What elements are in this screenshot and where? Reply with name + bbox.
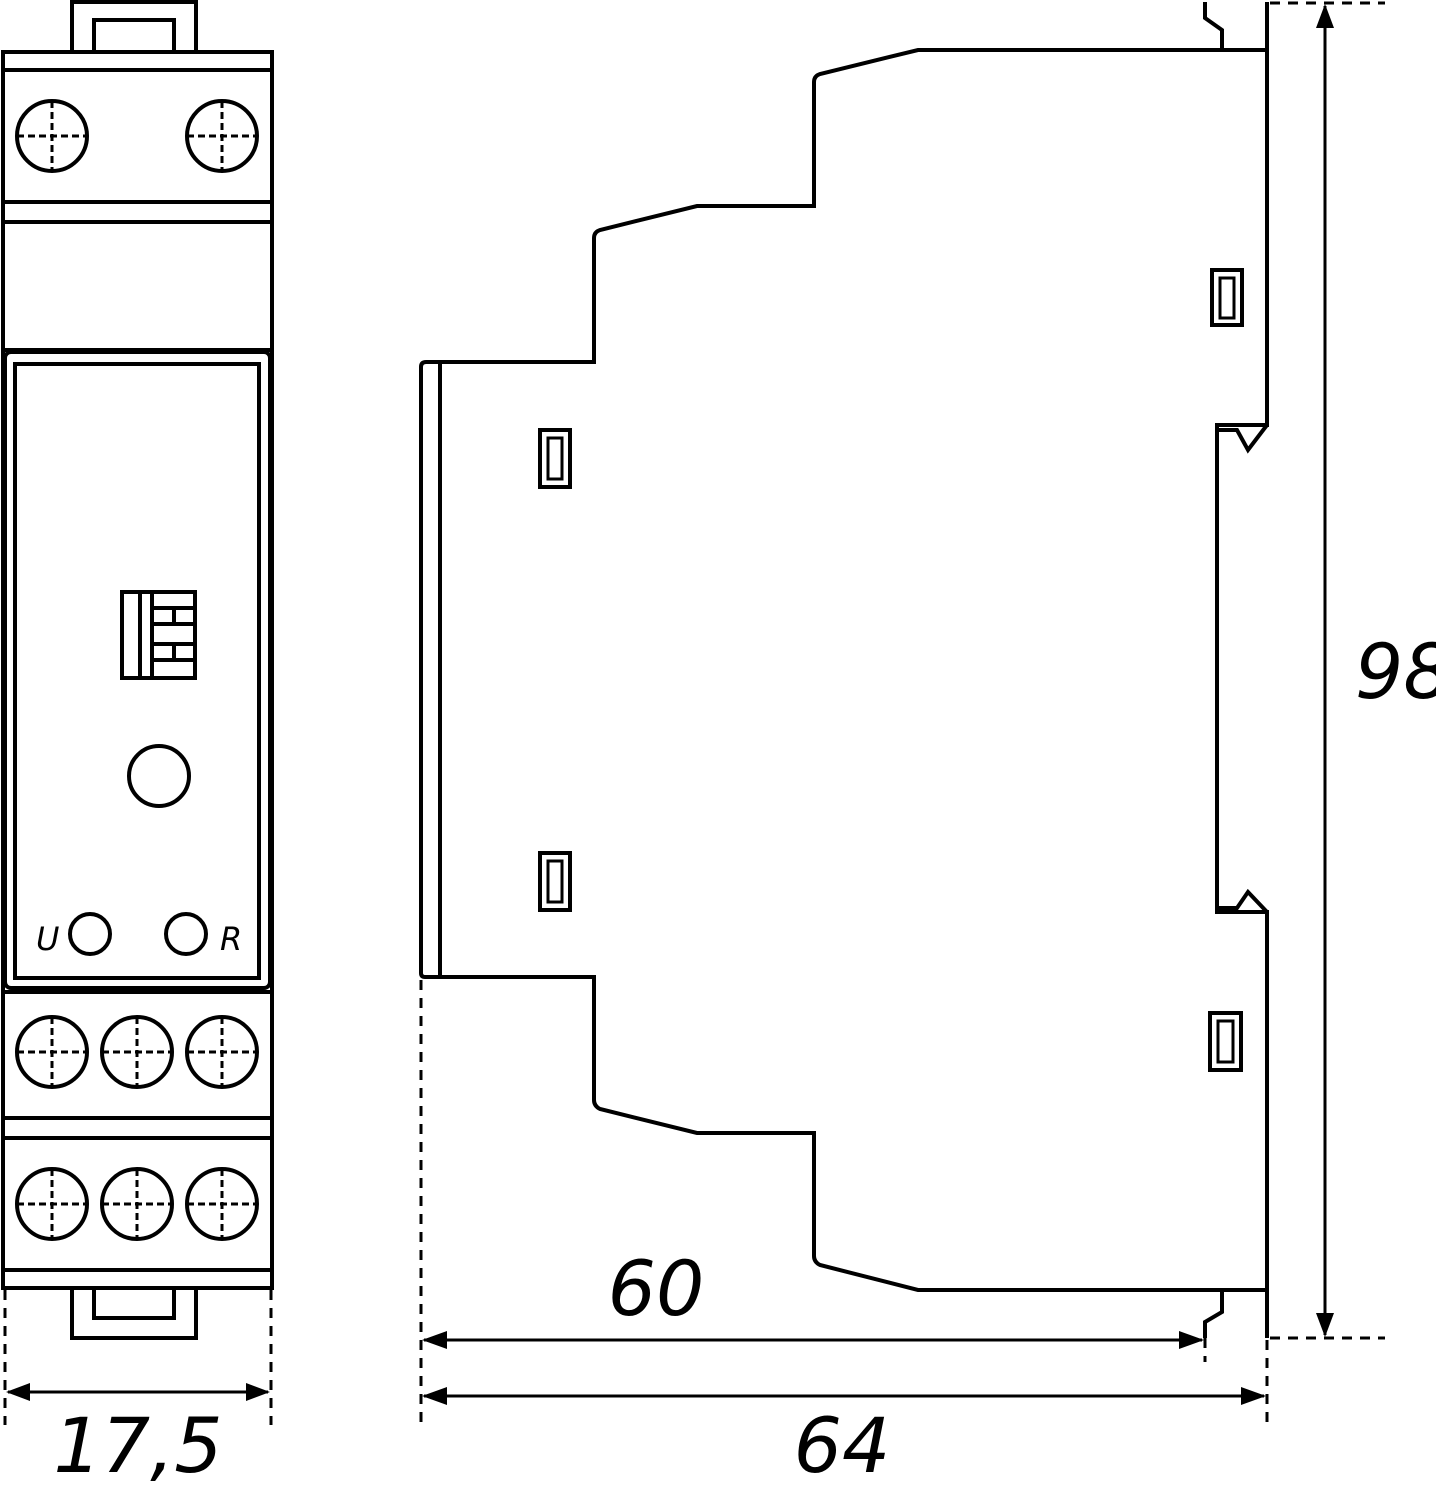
latch-slot-icon: [1210, 268, 1244, 327]
latch-slot-icon: [538, 851, 572, 912]
front-panel-outer: [3, 350, 272, 990]
led-r-label: R: [220, 920, 242, 958]
depth-64-label: 64: [794, 1401, 891, 1490]
arrow-up-icon: [1316, 4, 1334, 28]
arrow-right-icon: [1241, 1387, 1266, 1405]
top-clip: [70, 0, 198, 52]
potentiometer-knob-icon: [127, 744, 191, 808]
screw-terminal-icon: [100, 1015, 174, 1089]
dip-switch-icon: [120, 590, 197, 680]
screw-terminal-icon: [185, 1167, 259, 1241]
arrow-down-icon: [1316, 1313, 1334, 1337]
arrow-left-icon: [422, 1331, 447, 1349]
screw-terminal-icon: [185, 1015, 259, 1089]
front-view: U R: [1, 0, 274, 1490]
height-dimension-label: 98: [1355, 627, 1436, 716]
screw-terminal-icon: [100, 1167, 174, 1241]
led-u-icon: [68, 912, 112, 956]
latch-slot-icon: [538, 428, 572, 489]
screw-terminal-icon: [15, 1015, 89, 1089]
top-hook: [1203, 2, 1224, 50]
screw-terminal-icon: [185, 99, 259, 173]
rail-hook-upper: [1215, 423, 1269, 454]
bottom-clip-inner: [92, 1288, 176, 1320]
bottom-hook: [1203, 1290, 1224, 1338]
side-view: 60 64 98: [419, 1, 1436, 1490]
width-dimension-label: 17,5: [53, 1401, 222, 1490]
front-body-outline: [1, 50, 274, 1290]
front-panel-inner: [13, 362, 261, 980]
led-r-icon: [164, 912, 208, 956]
arrow-left-icon: [6, 1383, 30, 1401]
side-body-outline: [419, 2, 1269, 1338]
arrow-left-icon: [422, 1387, 447, 1405]
rail-hook-lower: [1215, 888, 1269, 914]
latch-slot-icon: [1208, 1011, 1243, 1072]
arrow-right-icon: [246, 1383, 270, 1401]
screw-terminal-icon: [15, 99, 89, 173]
bottom-clip: [70, 1288, 198, 1340]
led-u-label: U: [36, 920, 59, 958]
depth-60-label: 60: [608, 1244, 705, 1333]
screw-terminal-icon: [15, 1167, 89, 1241]
arrow-right-icon: [1179, 1331, 1204, 1349]
top-clip-inner: [92, 18, 176, 52]
